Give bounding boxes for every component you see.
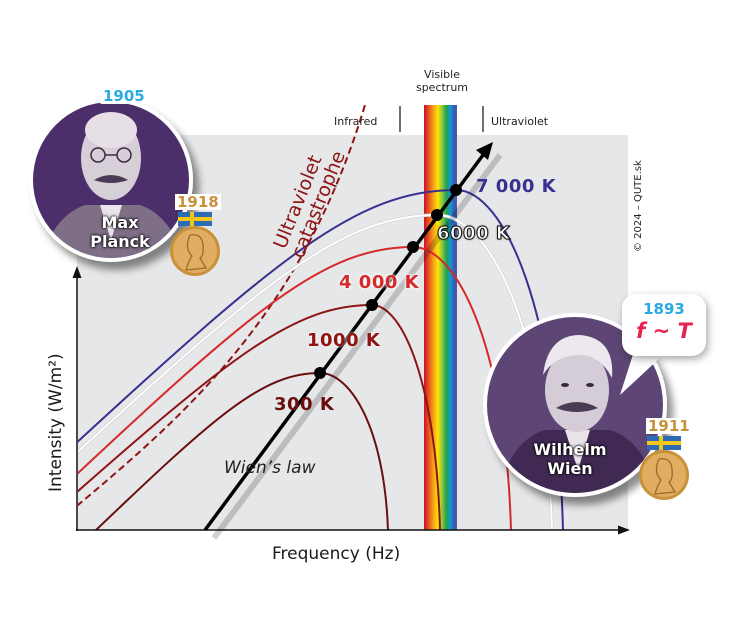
x-axis-title: Frequency (Hz) bbox=[272, 544, 401, 564]
planck-first-name: Max bbox=[101, 213, 139, 232]
wien-first-name: Wilhelm bbox=[533, 440, 607, 459]
visible-label-line1: Visible bbox=[424, 68, 460, 81]
wien-name: Wilhelm Wien bbox=[520, 440, 620, 478]
wien-speech-bubble: 1893 f ~ T bbox=[622, 294, 706, 356]
wiens-law-shadow bbox=[211, 153, 503, 540]
visible-spectrum-band bbox=[424, 105, 457, 530]
wiens-law-label: Wien’s law bbox=[224, 458, 316, 478]
bubble-formula: f ~ T bbox=[636, 319, 692, 343]
planck-last-name: Planck bbox=[90, 232, 150, 251]
y-axis-arrow-icon bbox=[72, 266, 82, 278]
label-4000k: 4 000 K bbox=[339, 272, 420, 293]
label-6000k: 6000 K bbox=[436, 223, 511, 245]
label-1000k: 1000 K bbox=[307, 330, 381, 351]
wiens-law-arrow-icon bbox=[476, 142, 493, 160]
peak-dot-4000k bbox=[407, 241, 419, 253]
planck-name: Max Planck bbox=[80, 213, 160, 251]
ultraviolet-label: Ultraviolet bbox=[491, 115, 549, 128]
peak-dot-1000k bbox=[366, 299, 378, 311]
infrared-label: Infrared bbox=[334, 115, 378, 128]
copyright-text: © 2024 – QUTE.sk bbox=[633, 160, 644, 252]
y-axis-title: Intensity (W/m²) bbox=[46, 353, 66, 492]
wien-nobel-year: 1911 bbox=[646, 417, 692, 435]
bubble-year: 1893 bbox=[643, 300, 685, 318]
label-300k: 300 K bbox=[274, 394, 335, 415]
peak-dot-300k bbox=[314, 367, 326, 379]
visible-spectrum-label: Visible spectrum bbox=[404, 68, 480, 94]
peak-dot-6000k bbox=[431, 209, 443, 221]
uv-catastrophe-curve bbox=[78, 104, 366, 507]
wien-last-name: Wien bbox=[547, 459, 593, 478]
x-axis-arrow-icon bbox=[618, 525, 630, 535]
peak-dot-7000k bbox=[450, 184, 462, 196]
label-7000k: 7 000 K bbox=[476, 176, 557, 197]
planck-nobel-year: 1918 bbox=[175, 193, 221, 211]
planck-year-badge: 1905 bbox=[100, 88, 148, 104]
visible-label-line2: spectrum bbox=[415, 81, 469, 94]
